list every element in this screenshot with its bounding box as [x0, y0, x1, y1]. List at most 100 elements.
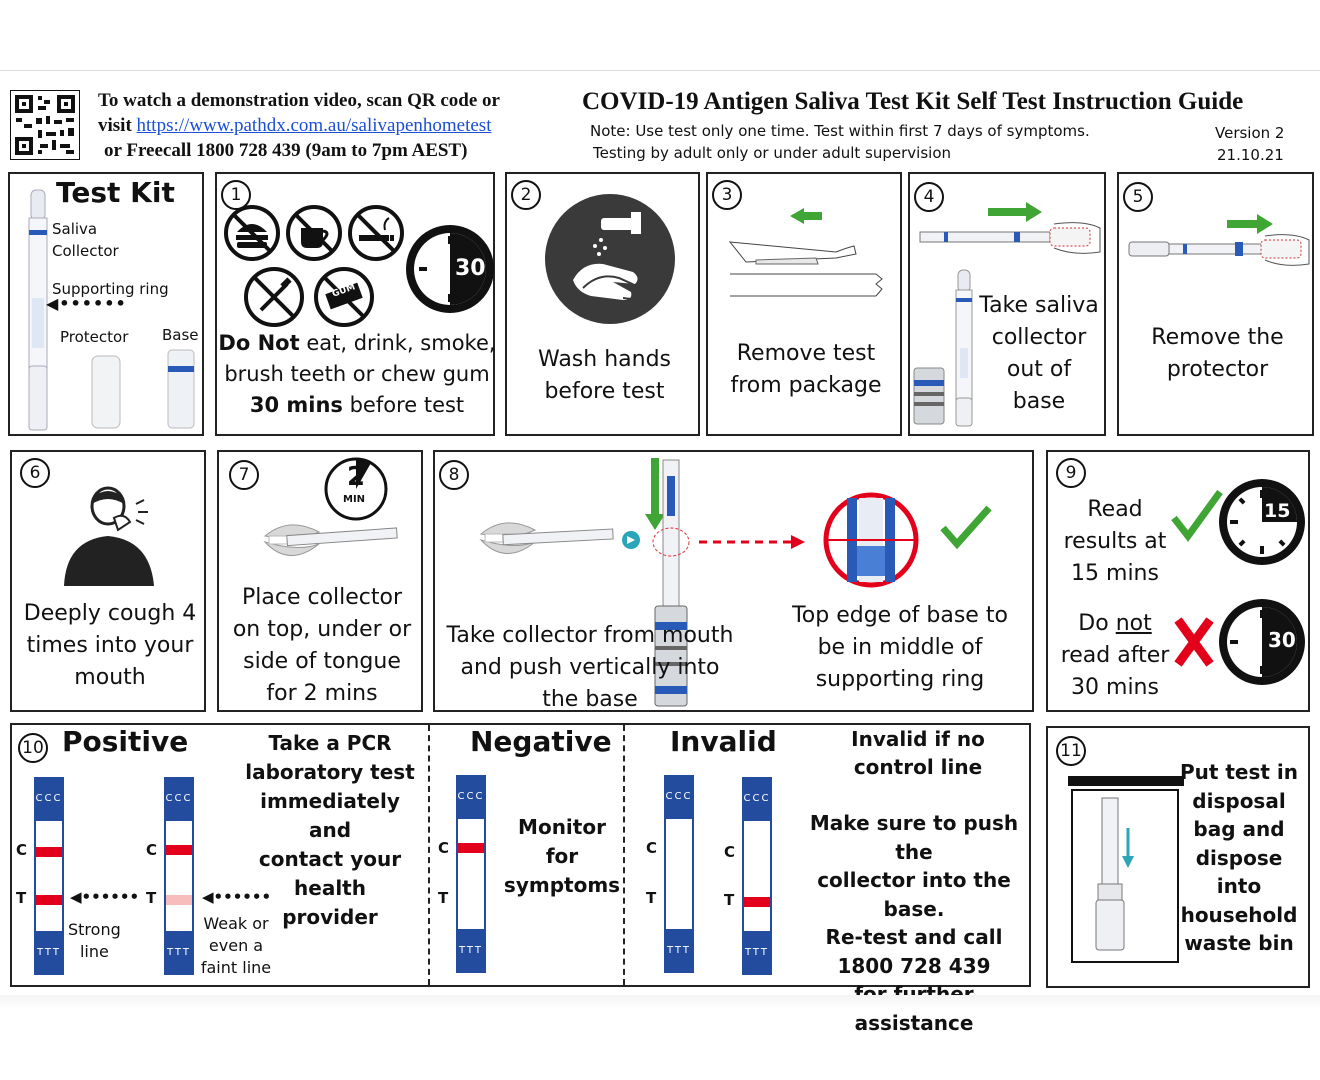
- label-t: T: [146, 889, 157, 907]
- strong-label-line2: line: [79, 942, 109, 961]
- invalid-heading: Invalid: [670, 725, 777, 758]
- positive-advice-line4: contact your: [258, 847, 402, 871]
- step8-panel: 8 Take collector from mouth and push ver…: [433, 450, 1034, 712]
- divider-negative-left: [428, 725, 430, 985]
- step5-text: Remove the protector: [1119, 322, 1316, 386]
- take-collector-image: [919, 202, 1101, 254]
- invalid-advice-line3: Make sure to push the: [809, 811, 1019, 864]
- kit-label-protector: Protector: [60, 328, 129, 346]
- step1-30mins: 30 mins: [249, 393, 343, 417]
- version-date: 21.10.21: [1217, 146, 1284, 164]
- kit-label-saliva: Saliva: [52, 220, 98, 238]
- demo-visit: visit: [98, 115, 132, 136]
- step4-line4: base: [1012, 389, 1066, 414]
- remove-protector-image: [1128, 214, 1310, 266]
- test-kit-title: Test Kit: [56, 176, 175, 209]
- step8-right-line3: supporting ring: [815, 667, 985, 692]
- strip-ttt: TTT: [742, 931, 772, 975]
- step2-number: 2: [511, 180, 541, 210]
- step1-panel: 1 GUM 30 Do Not eat, drink, smoke, brush…: [215, 172, 496, 436]
- step5-panel: 5 Remove the protector: [1117, 172, 1314, 436]
- positive-advice-line5: health provider: [282, 876, 378, 929]
- check-icon-step8: [940, 505, 992, 550]
- step8-right-text: Top edge of base to be in middle of supp…: [775, 600, 1025, 696]
- negative-heading: Negative: [470, 725, 612, 758]
- step7-panel: 7 2 MIN Place collector on top, under or…: [217, 450, 423, 712]
- step11-line1: Put test in: [1179, 760, 1299, 784]
- negative-advice-line1: Monitor: [518, 815, 606, 839]
- step9-read-text: Read results at 15 mins: [1052, 494, 1178, 590]
- step6-line1: Deeply cough 4: [23, 601, 197, 626]
- coughing-person-icon: [64, 486, 154, 586]
- negative-advice-line2: for: [545, 844, 579, 868]
- step5-line1: Remove the: [1151, 325, 1284, 350]
- step7-text: Place collector on top, under or side of…: [219, 582, 425, 710]
- strip-ccc: CCC: [456, 775, 486, 819]
- invalid-advice-line4: collector into the: [817, 868, 1011, 892]
- remove-package-image: [728, 208, 883, 297]
- step1-line2: brush teeth or chew gum: [224, 362, 490, 386]
- strong-arrow: ◀••••••: [70, 888, 140, 906]
- step1-donot: Do Not: [218, 331, 300, 355]
- weak-label-line3: faint line: [200, 958, 272, 977]
- step10-number: 10: [18, 733, 48, 763]
- step8-number: 8: [439, 460, 469, 490]
- step11-line6: household: [1180, 902, 1298, 927]
- step11-number: 11: [1056, 736, 1086, 766]
- step1-line1: eat, drink, smoke,: [299, 331, 496, 355]
- step11-line4: dispose: [1195, 845, 1283, 870]
- positive-advice-line1: Take a PCR: [268, 731, 392, 755]
- step9-30mins: 30 mins: [1071, 675, 1159, 700]
- strong-label: Strong line: [68, 919, 121, 963]
- negative-strip: CCC TTT: [456, 775, 486, 973]
- demo-line2: visit https://www.pathdx.com.au/salivape…: [98, 115, 491, 137]
- positive-advice: Take a PCR laboratory test immediately a…: [244, 729, 416, 932]
- qr-code[interactable]: [9, 89, 81, 161]
- step9-panel: 9 Read results at 15 mins 15 Do not read…: [1046, 450, 1310, 712]
- step2-text: Wash hands before test: [507, 344, 702, 408]
- step5-number: 5: [1123, 182, 1153, 212]
- step7-number: 7: [229, 460, 259, 490]
- timer-2min-icon: [324, 457, 388, 521]
- step9-donot-text: Do not read after 30 mins: [1052, 608, 1178, 704]
- step6-text: Deeply cough 4 times into your mouth: [12, 598, 208, 694]
- test-band-faint: [166, 895, 192, 905]
- positive-advice-line3: immediately and: [260, 789, 400, 842]
- strong-label-line1: Strong: [68, 920, 121, 939]
- wash-hands-icon: [545, 194, 675, 324]
- divider-negative-right: [623, 725, 625, 985]
- invalid-advice-line6: Re-test and call: [825, 925, 1003, 949]
- demo-url-link[interactable]: https://www.pathdx.com.au/salivapenhomet…: [136, 115, 492, 136]
- invalid-strip-2: CCC TTT: [742, 777, 772, 975]
- no-brushing-icon: [244, 267, 304, 327]
- step4-text: Take saliva collector out of base: [972, 290, 1106, 418]
- invalid-advice-line5: base.: [883, 896, 945, 921]
- label-t: T: [724, 891, 735, 909]
- kit-label-collector: Collector: [52, 242, 119, 260]
- step3-panel: 3 Remove test from package: [706, 172, 902, 436]
- step7-timer-value: 2: [347, 462, 366, 492]
- step3-number: 3: [712, 180, 742, 210]
- step11-line3: bag and: [1193, 817, 1285, 841]
- strip-ttt: TTT: [34, 931, 64, 975]
- strip-ccc: CCC: [34, 777, 64, 821]
- weak-label-line2: even a: [208, 936, 264, 955]
- kit-ring-arrow: ◀••••••: [46, 294, 127, 313]
- strip-ttt: TTT: [664, 929, 694, 973]
- positive-advice-line2: laboratory test: [245, 760, 415, 784]
- no-drink-icon: [286, 205, 342, 261]
- step1-timer-value: 30: [455, 256, 486, 281]
- step9-not: not: [1115, 611, 1152, 636]
- disposal-bag-image: [1068, 776, 1184, 963]
- no-gum-icon: [314, 267, 374, 327]
- version-label: Version 2: [1215, 124, 1285, 142]
- invalid-strip-1: CCC TTT: [664, 775, 694, 973]
- step9-read-line3: 15 mins: [1071, 561, 1159, 586]
- step8-left-line3: the base: [542, 687, 638, 712]
- strip-ccc: CCC: [164, 777, 194, 821]
- weak-label: Weak or even a faint line: [198, 913, 274, 979]
- label-c: C: [16, 841, 28, 859]
- step10-panel: 10 Positive Take a PCR laboratory test i…: [10, 723, 1031, 1035]
- negative-advice: Monitor for symptoms: [502, 813, 622, 900]
- kit-label-ring: Supporting ring: [52, 280, 169, 298]
